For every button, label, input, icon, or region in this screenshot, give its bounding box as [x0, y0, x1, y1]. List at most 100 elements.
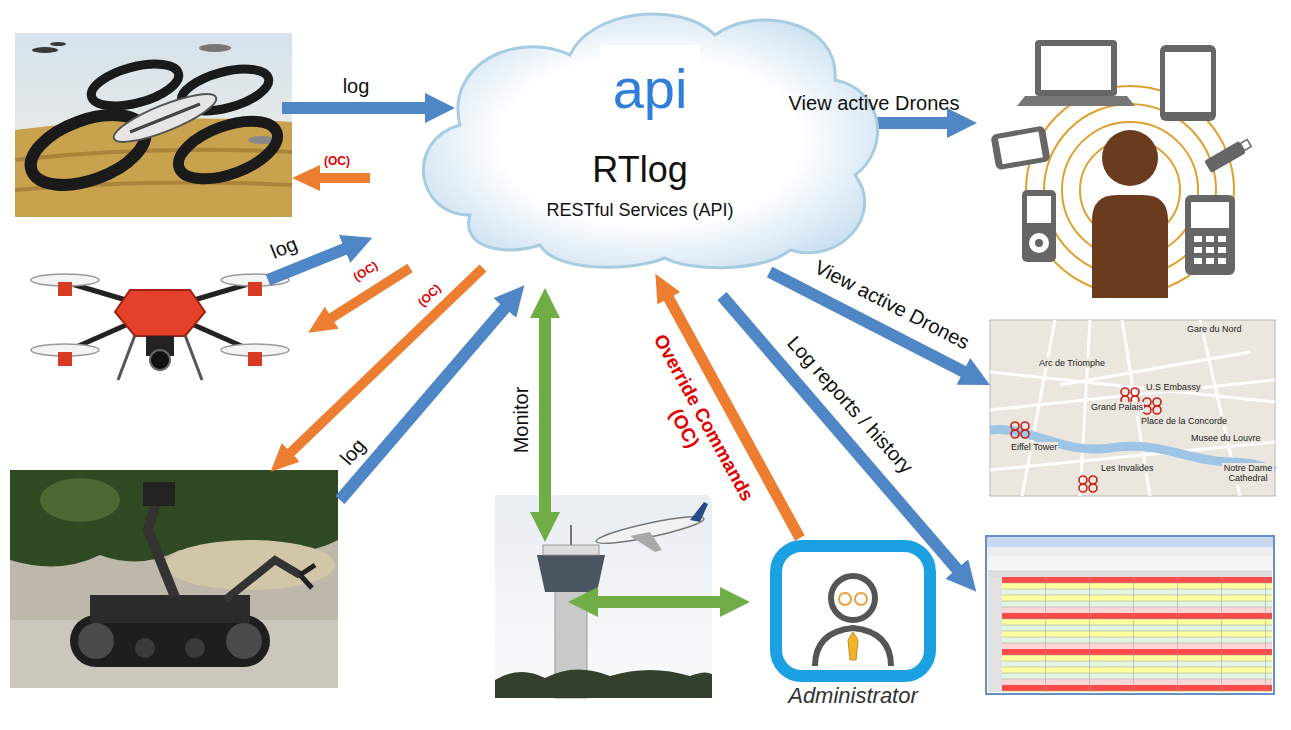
place-name: Gare du Nord — [1186, 324, 1243, 334]
airplane-tail — [690, 502, 708, 522]
usb-stick — [1204, 137, 1253, 173]
drone-body — [115, 290, 205, 336]
drone-body — [109, 85, 221, 150]
robot-wheel — [226, 623, 262, 659]
robot-wheel — [78, 623, 114, 659]
player-wheel — [1029, 233, 1049, 253]
person-glasses — [839, 593, 851, 605]
player-button — [1035, 239, 1043, 247]
person-glasses — [855, 593, 867, 605]
drone-marker — [1143, 398, 1161, 414]
distant-drone — [32, 47, 58, 53]
log-arrow — [282, 102, 433, 114]
arrow-label: (OC) — [351, 259, 380, 284]
window-titlebar — [987, 537, 1273, 547]
api-logo-box: api — [600, 45, 700, 137]
window-toolbar — [987, 556, 1273, 569]
person-head — [831, 576, 875, 620]
airplane-wing — [630, 532, 662, 552]
report-arrow — [722, 296, 962, 575]
person-body — [815, 628, 891, 666]
mobile-keypad — [1194, 236, 1226, 264]
place-name: Grand Palais — [1090, 402, 1144, 412]
service-text: RESTful Services (API) — [546, 200, 733, 221]
map-panel: Gare du NordArc de TriompheU.S EmbassyGr… — [990, 320, 1277, 496]
monitor-arrow — [539, 310, 551, 520]
column-header — [988, 570, 1272, 577]
phone-left — [990, 125, 1050, 170]
arrow-label: View active Drones — [789, 92, 960, 115]
robot-arm — [148, 495, 175, 597]
tablet — [1160, 45, 1216, 121]
arrow-label: (OC) — [324, 155, 350, 169]
drone-marker — [1079, 476, 1097, 492]
motor — [58, 282, 72, 296]
photo-ground — [10, 470, 338, 688]
api-logo-text: api — [613, 57, 688, 121]
robot-wheel — [185, 638, 205, 658]
drone-body-stripe — [130, 104, 200, 132]
icon-frame — [776, 546, 930, 676]
city-map — [990, 320, 1275, 496]
user-body — [1092, 195, 1168, 298]
camera-lens — [150, 350, 170, 370]
rotor-hull — [21, 101, 154, 198]
place-name: U.S Embassy — [1145, 382, 1202, 392]
administrator-box: Administrator — [770, 538, 936, 712]
robot-camera — [143, 482, 175, 506]
music-player — [1022, 190, 1056, 262]
tower-admin-arrow — [590, 596, 728, 608]
devices-illustration — [990, 40, 1252, 298]
laptop-display — [1041, 46, 1111, 90]
log-report-screenshot — [986, 536, 1274, 694]
usb-plug — [1240, 140, 1251, 151]
robot-gripper — [300, 565, 315, 588]
arrow-label: Monitor — [510, 387, 533, 454]
map-ground — [990, 320, 1275, 496]
distant-drone — [50, 42, 66, 46]
window-frame — [986, 536, 1274, 694]
administrator-icon — [776, 546, 930, 676]
log-arrow — [340, 302, 510, 500]
robot-photo — [10, 470, 338, 688]
cloud-service: RTlogRESTful Services (API)api — [400, 0, 880, 272]
place-name: Arc de Triomphe — [1038, 358, 1106, 368]
photo-sky — [15, 33, 292, 217]
mobile-display — [1191, 202, 1229, 228]
arrow-label: log — [267, 232, 300, 263]
place-name: Notre Dame Cathedral — [1222, 463, 1274, 484]
tablet-display — [1165, 52, 1211, 112]
tower-cab — [537, 555, 605, 592]
drone-marker — [1011, 422, 1029, 438]
row-header — [988, 577, 1002, 692]
user-head — [1102, 130, 1158, 186]
override-arrow — [312, 173, 370, 183]
tower-roof — [543, 545, 599, 555]
person-tie — [848, 632, 858, 660]
robot-gripper-arm — [225, 560, 300, 600]
view-arrow — [872, 117, 955, 129]
cloud-outline — [423, 14, 877, 268]
robot-wheel — [135, 638, 155, 658]
window-menubar — [987, 547, 1273, 556]
laptop-base — [1017, 96, 1135, 106]
red-drone-photo — [31, 274, 289, 380]
phone-display — [998, 132, 1043, 165]
map-roads — [990, 320, 1275, 496]
place-name: Les Invalides — [1100, 463, 1155, 473]
quadcopter-photo — [15, 33, 292, 217]
tower-antenna — [570, 525, 572, 545]
motor — [248, 352, 262, 366]
place-name: Musee du Louvre — [1190, 433, 1262, 443]
place-name: Place de la Concorde — [1140, 416, 1228, 426]
usb-body — [1204, 141, 1246, 173]
photo-trees — [40, 478, 120, 522]
distant-drone — [199, 44, 231, 52]
laptop-screen — [1035, 40, 1117, 96]
drone-markers — [1011, 388, 1161, 492]
administrator-label: Administrator — [788, 683, 918, 708]
landing-leg — [118, 335, 202, 380]
motor — [58, 352, 72, 366]
arrow-label: log — [343, 75, 370, 98]
